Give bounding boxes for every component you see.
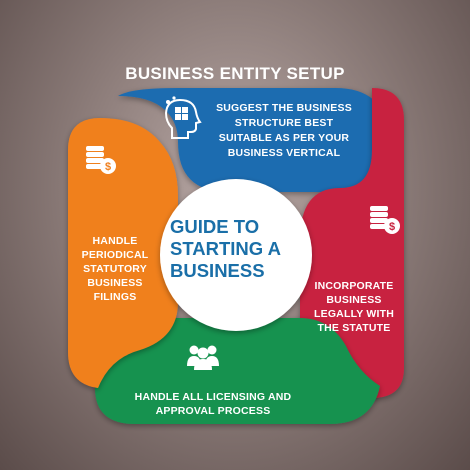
segment-green (95, 318, 380, 424)
step-label-blue: SUGGEST THE BUSINESS STRUCTURE BEST SUIT… (216, 102, 352, 159)
segment-orange (68, 118, 178, 388)
coins-dollar-icon-red: $ (370, 206, 400, 234)
svg-text:$: $ (105, 161, 111, 173)
people-group-icon (187, 345, 219, 370)
center-title: GUIDE TO STARTING A BUSINESS (170, 216, 281, 281)
step-label-orange: HANDLE PERIODICAL STATUTORY BUSINESS FIL… (81, 235, 149, 303)
segment-red (300, 88, 404, 398)
diagram-title: BUSINESS ENTITY SETUP (125, 64, 345, 83)
coins-dollar-icon-orange: $ (86, 146, 116, 174)
step-label-red: INCORPORATE BUSINESS LEGALLY WITH THE ST… (314, 280, 394, 334)
step-label-green: HANDLE ALL LICENSING AND APPROVAL PROCES… (134, 391, 292, 417)
svg-text:$: $ (389, 221, 395, 233)
center-circle (160, 179, 312, 331)
head-puzzle-icon (164, 96, 202, 139)
